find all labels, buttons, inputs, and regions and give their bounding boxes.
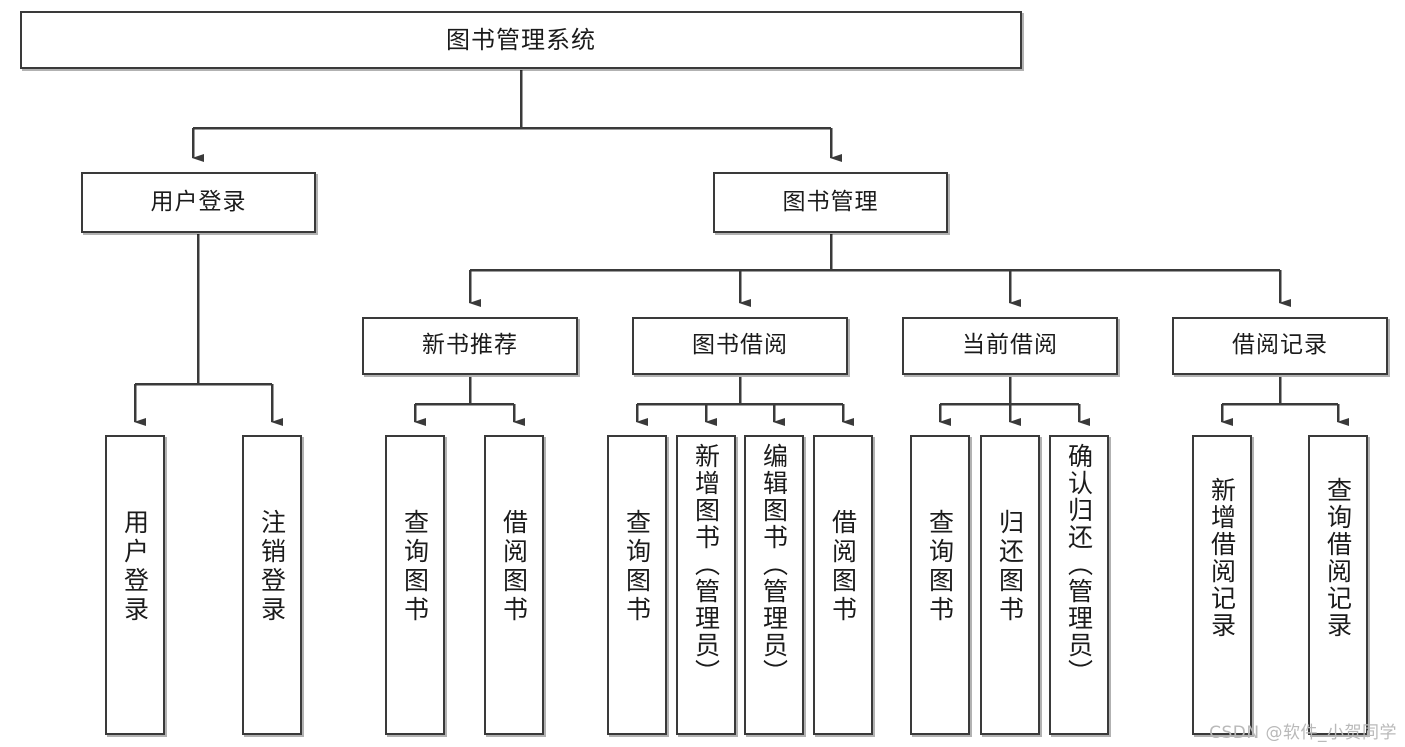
- node-root-system[interactable]: 图书管理系统: [20, 11, 1022, 69]
- node-label: 借阅图书: [828, 509, 858, 625]
- node-label: 注销登录: [257, 509, 287, 625]
- leaf-current-return-book[interactable]: 归还图书: [980, 435, 1040, 735]
- node-label: 图书管理系统: [446, 25, 596, 54]
- node-label: 用户登录: [120, 509, 150, 625]
- node-label: 查询图书: [622, 509, 652, 625]
- node-label: 图书借阅: [692, 332, 788, 359]
- leaf-borrow-query-book[interactable]: 查询图书: [607, 435, 667, 735]
- node-book-borrow[interactable]: 图书借阅: [632, 317, 848, 375]
- node-user-login[interactable]: 用户登录: [81, 172, 316, 233]
- node-borrow-record[interactable]: 借阅记录: [1172, 317, 1388, 375]
- node-label: 借阅图书: [499, 509, 529, 625]
- node-current-borrow[interactable]: 当前借阅: [902, 317, 1118, 375]
- leaf-borrow-borrow-book[interactable]: 借阅图书: [813, 435, 873, 735]
- node-label: 新增借阅记录: [1207, 477, 1237, 639]
- leaf-user-login-logout[interactable]: 注销登录: [242, 435, 302, 735]
- node-label: 图书管理: [782, 188, 879, 215]
- node-label: 当前借阅: [962, 332, 1058, 359]
- node-label: 查询图书: [400, 509, 430, 625]
- leaf-new-book-borrow[interactable]: 借阅图书: [484, 435, 544, 735]
- node-book-management[interactable]: 图书管理: [713, 172, 948, 233]
- node-label: 新书推荐: [422, 332, 518, 359]
- leaf-record-query-borrow-record[interactable]: 查询借阅记录: [1308, 435, 1368, 735]
- leaf-borrow-edit-book-admin[interactable]: 编辑图书（管理员）: [744, 435, 804, 735]
- leaf-current-confirm-return-admin[interactable]: 确认归还（管理员）: [1049, 435, 1109, 735]
- node-new-book-recommend[interactable]: 新书推荐: [362, 317, 578, 375]
- node-label: 用户登录: [150, 188, 247, 215]
- node-label: 查询借阅记录: [1323, 477, 1353, 639]
- leaf-record-add-borrow-record[interactable]: 新增借阅记录: [1192, 435, 1252, 735]
- watermark-csdn: CSDN @软件_小贺同学: [1209, 723, 1397, 743]
- node-label: 确认归还（管理员）: [1064, 443, 1094, 686]
- leaf-current-query-book[interactable]: 查询图书: [910, 435, 970, 735]
- node-label: 归还图书: [995, 509, 1025, 625]
- leaf-borrow-add-book-admin[interactable]: 新增图书（管理员）: [676, 435, 736, 735]
- node-label: 新增图书（管理员）: [691, 443, 721, 686]
- node-label: 查询图书: [925, 509, 955, 625]
- leaf-new-book-query[interactable]: 查询图书: [385, 435, 445, 735]
- node-label: 编辑图书（管理员）: [759, 443, 789, 686]
- leaf-user-login-login[interactable]: 用户登录: [105, 435, 165, 735]
- node-label: 借阅记录: [1232, 332, 1328, 359]
